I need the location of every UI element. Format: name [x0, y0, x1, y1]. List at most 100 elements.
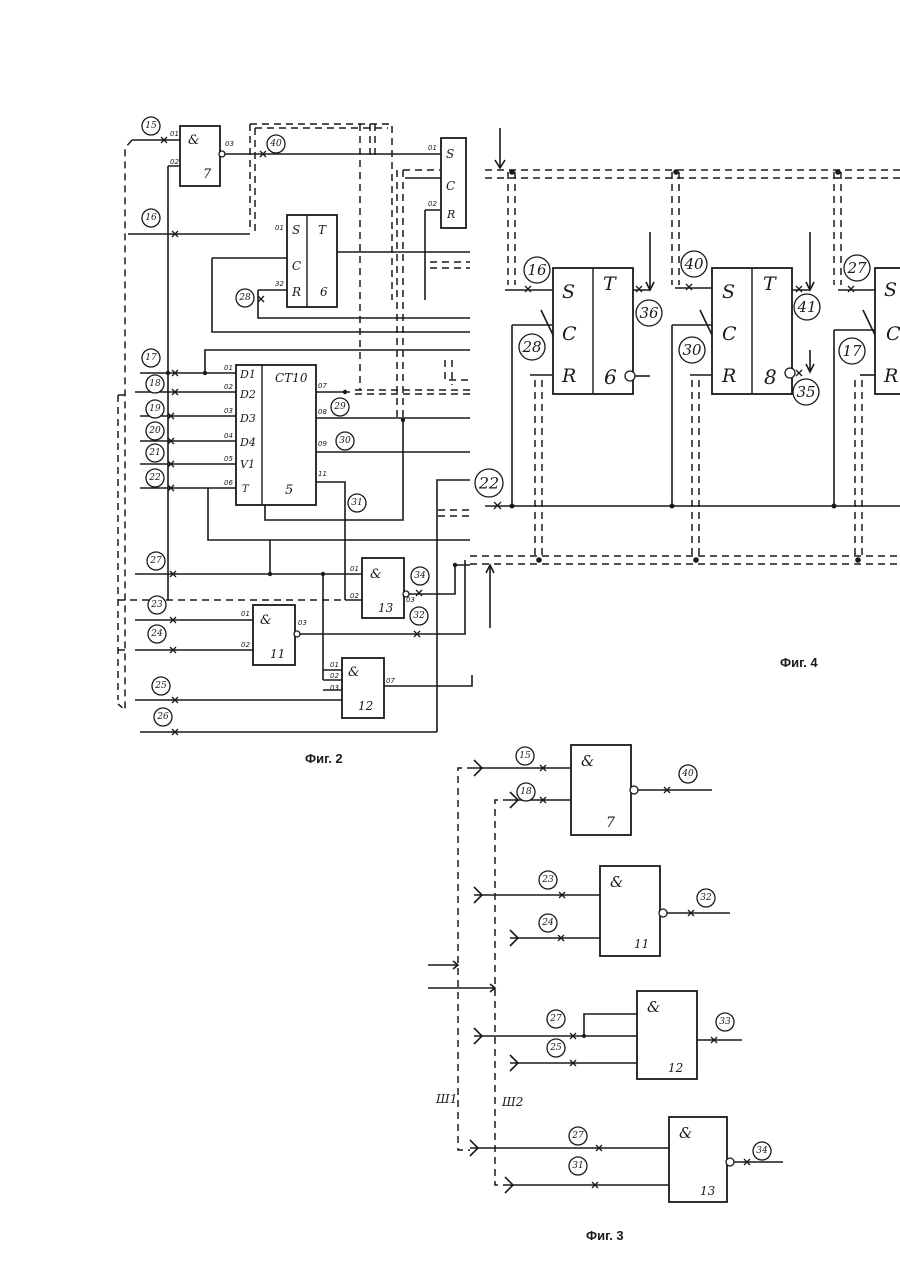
svg-text:32: 32	[275, 280, 284, 288]
bus-label-sh1: Ш1	[435, 1092, 457, 1106]
signal-34: 34	[414, 571, 426, 581]
fig4-caption: Фиг. 4	[780, 655, 818, 670]
signal-19: 19	[149, 404, 161, 414]
svg-text:S: S	[562, 281, 575, 303]
signal-32: 32	[413, 611, 425, 621]
svg-text:R: R	[883, 365, 898, 387]
svg-text:D2: D2	[239, 388, 256, 401]
fig3-and-gate-12: & 12 27 25 33	[474, 991, 742, 1079]
svg-text:03: 03	[224, 407, 233, 415]
svg-text:&: &	[260, 613, 272, 628]
svg-text:02: 02	[170, 158, 179, 166]
signal-27: 27	[149, 556, 162, 566]
svg-text:CT10: CT10	[275, 371, 308, 385]
fig4-flipflop-8: S C R T 8 40 30 41 35	[672, 232, 820, 506]
svg-text:01: 01	[224, 364, 233, 372]
svg-text:40: 40	[681, 769, 694, 779]
signal-26: 26	[156, 712, 169, 722]
fig3-caption: Фиг. 3	[586, 1228, 624, 1243]
svg-text:05: 05	[224, 455, 233, 463]
svg-text:C: C	[722, 323, 737, 345]
svg-text:24: 24	[541, 918, 554, 928]
signal-25: 25	[154, 681, 167, 691]
svg-text:31: 31	[572, 1161, 583, 1171]
svg-text:&: &	[188, 133, 200, 148]
fig3-and-gate-11: & 11 23 24 32	[474, 866, 730, 956]
signal-31: 31	[351, 498, 362, 508]
fig4-flipflop-6: S C R T 6 16 28 36	[505, 232, 662, 506]
svg-text:01: 01	[350, 565, 359, 573]
svg-text:D3: D3	[239, 412, 256, 425]
fig3-and-gate-13: & 13 27 31 34	[470, 1117, 783, 1202]
svg-text:36: 36	[639, 304, 659, 322]
svg-text:C: C	[446, 179, 455, 193]
svg-text:11: 11	[270, 647, 285, 661]
svg-text:34: 34	[756, 1146, 768, 1156]
svg-text:23: 23	[541, 875, 554, 885]
svg-text:T: T	[603, 273, 617, 295]
svg-text:12: 12	[358, 699, 373, 713]
signal-16: 16	[145, 213, 157, 223]
signal-21: 21	[148, 448, 160, 458]
svg-text:&: &	[679, 1124, 692, 1142]
svg-text:&: &	[647, 998, 660, 1016]
svg-text:8: 8	[764, 365, 777, 389]
bus-label-sh2: Ш2	[501, 1095, 523, 1109]
fig2-caption: Фиг. 2	[305, 751, 343, 766]
svg-text:32: 32	[700, 893, 712, 903]
fig2-flipflop-partial: S C R 01 02	[405, 138, 466, 300]
svg-text:02: 02	[241, 641, 250, 649]
svg-text:22: 22	[478, 474, 499, 493]
svg-text:03: 03	[225, 140, 234, 148]
signal-18: 18	[149, 379, 161, 389]
signal-17: 17	[145, 353, 157, 363]
signal-40: 40	[269, 139, 282, 149]
figure-4: 22 S C R T 6 16 28 36 S C R	[470, 128, 900, 670]
svg-text:27: 27	[549, 1014, 562, 1024]
svg-text:06: 06	[224, 479, 233, 487]
signal-15: 15	[145, 121, 157, 131]
svg-text:R: R	[721, 365, 736, 387]
figure-2: 15 16 17 18 19 20 21 22 27 23 24 25 26 4…	[118, 117, 472, 766]
svg-text:03: 03	[298, 619, 307, 627]
svg-text:28: 28	[521, 338, 541, 356]
svg-text:11: 11	[634, 937, 649, 951]
svg-text:R: R	[291, 285, 301, 299]
svg-text:33: 33	[719, 1017, 731, 1027]
svg-text:C: C	[292, 259, 301, 273]
svg-text:T: T	[318, 223, 327, 237]
svg-text:V1: V1	[240, 458, 255, 471]
svg-text:09: 09	[318, 440, 327, 448]
figure-3: Ш1 Ш2 & 7 15 18 40 & 11 23 24 32	[428, 745, 783, 1243]
fig2-flipflop-6: S C R T 6 01 32	[212, 215, 470, 332]
svg-text:01: 01	[170, 130, 179, 138]
svg-text:13: 13	[700, 1184, 716, 1198]
fig3-and-gate-7: & 7 15 18 40	[474, 745, 712, 835]
svg-text:07: 07	[386, 677, 395, 685]
fig2-counter-5: CT10 5 D1 D2 D3 D4 V1 T 01 02 03 04 05 0…	[205, 350, 470, 600]
svg-text:13: 13	[378, 601, 394, 615]
svg-text:30: 30	[682, 341, 702, 359]
svg-text:S: S	[722, 281, 735, 303]
signal-20: 20	[148, 426, 161, 436]
svg-text:27: 27	[846, 259, 867, 277]
signal-29: 29	[333, 402, 346, 412]
fig2-and-gate-11: & 11 01 02 03	[241, 560, 465, 665]
svg-text:02: 02	[428, 200, 437, 208]
signal-24: 24	[150, 629, 163, 639]
svg-text:6: 6	[320, 285, 328, 299]
svg-text:01: 01	[275, 224, 284, 232]
svg-text:&: &	[348, 665, 360, 680]
svg-text:41: 41	[796, 298, 816, 316]
svg-text:5: 5	[285, 483, 293, 498]
svg-text:7: 7	[606, 815, 615, 831]
svg-text:02: 02	[350, 592, 359, 600]
svg-text:01: 01	[241, 610, 250, 618]
svg-text:35: 35	[796, 383, 815, 401]
svg-text:07: 07	[318, 382, 327, 390]
svg-text:40: 40	[683, 255, 704, 273]
svg-text:S: S	[884, 279, 897, 301]
svg-text:17: 17	[842, 342, 862, 360]
svg-text:15: 15	[519, 751, 531, 761]
svg-text:11: 11	[318, 470, 327, 478]
